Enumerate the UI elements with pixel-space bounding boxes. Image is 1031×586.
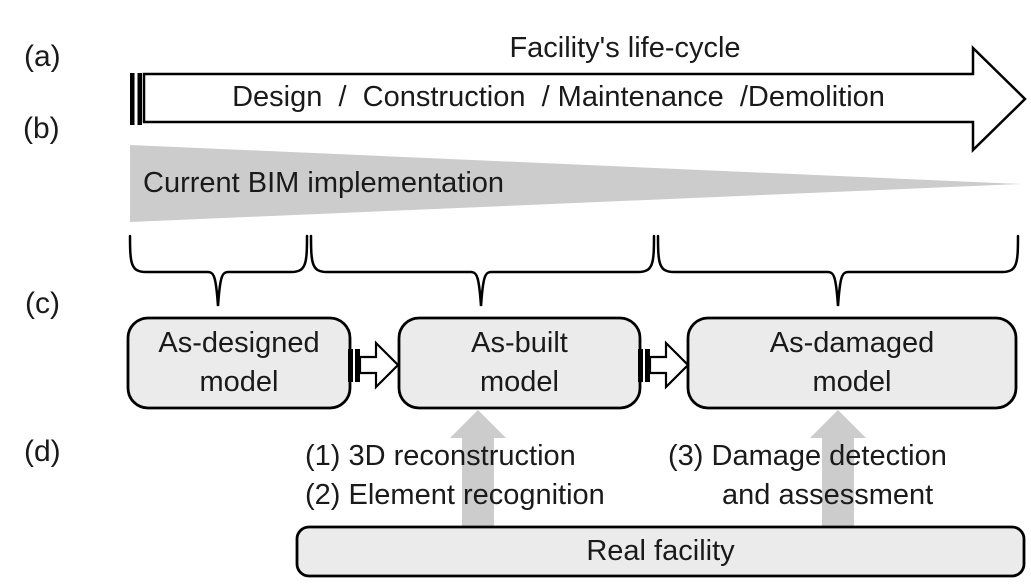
braces: [128, 234, 1020, 307]
row-label-b: (b): [23, 112, 60, 145]
flow-arrow-2-stripe: [645, 349, 650, 382]
as-built-line1: As-built: [471, 327, 568, 359]
up-arrow-damage: [810, 410, 866, 528]
up-arrow-reconstruction: [450, 410, 506, 528]
real-facility-box: [295, 525, 1026, 578]
lifecycle-arrow-tail-stripe: [130, 73, 135, 125]
as-damaged-label: As-damaged model: [688, 318, 1016, 408]
process-step-3-cont: and assessment: [722, 479, 934, 511]
flow-arrow-2-stripe: [638, 349, 643, 382]
brace-construction: [309, 234, 656, 307]
flow-arrow-2-head: [648, 340, 690, 390]
as-designed-line1: As-designed: [158, 327, 320, 359]
as-designed-line2: model: [199, 366, 279, 398]
as-designed-label: As-designed model: [128, 318, 350, 408]
brace-maintenance: [656, 234, 1020, 307]
real-facility-label: Real facility: [586, 534, 735, 567]
row-label-c: (c): [25, 287, 60, 320]
flow-arrow-1: [348, 340, 400, 390]
lifecycle-arrow-body: [142, 45, 1027, 153]
bim-implementation-label: Current BIM implementation: [143, 167, 505, 199]
process-step-1: (1) 3D reconstruction: [305, 440, 576, 472]
as-damaged-box: [686, 316, 1018, 410]
bim-implementation-wedge: [130, 145, 1021, 222]
row-label-a: (a): [24, 40, 61, 73]
flow-arrow-1-stripe: [348, 349, 353, 382]
as-built-label: As-built model: [399, 318, 640, 408]
flow-arrow-2: [638, 340, 690, 390]
process-step-2: (2) Element recognition: [305, 479, 605, 511]
lifecycle-arrow: [130, 45, 1027, 153]
brace-design: [128, 234, 309, 307]
as-built-line2: model: [480, 366, 559, 398]
flow-arrow-1-head: [358, 340, 400, 390]
as-damaged-line1: As-damaged: [769, 327, 935, 359]
flow-arrow-1-stripe: [355, 349, 360, 382]
lifecycle-title: Facility's life-cycle: [509, 32, 741, 65]
lifecycle-stages: Design / Construction / Maintenance /Dem…: [232, 81, 885, 114]
lifecycle-arrow-tail-stripe: [137, 73, 142, 125]
process-step-3: (3) Damage detection: [668, 440, 947, 472]
as-damaged-line2: model: [812, 366, 892, 398]
row-label-d: (d): [24, 435, 61, 468]
